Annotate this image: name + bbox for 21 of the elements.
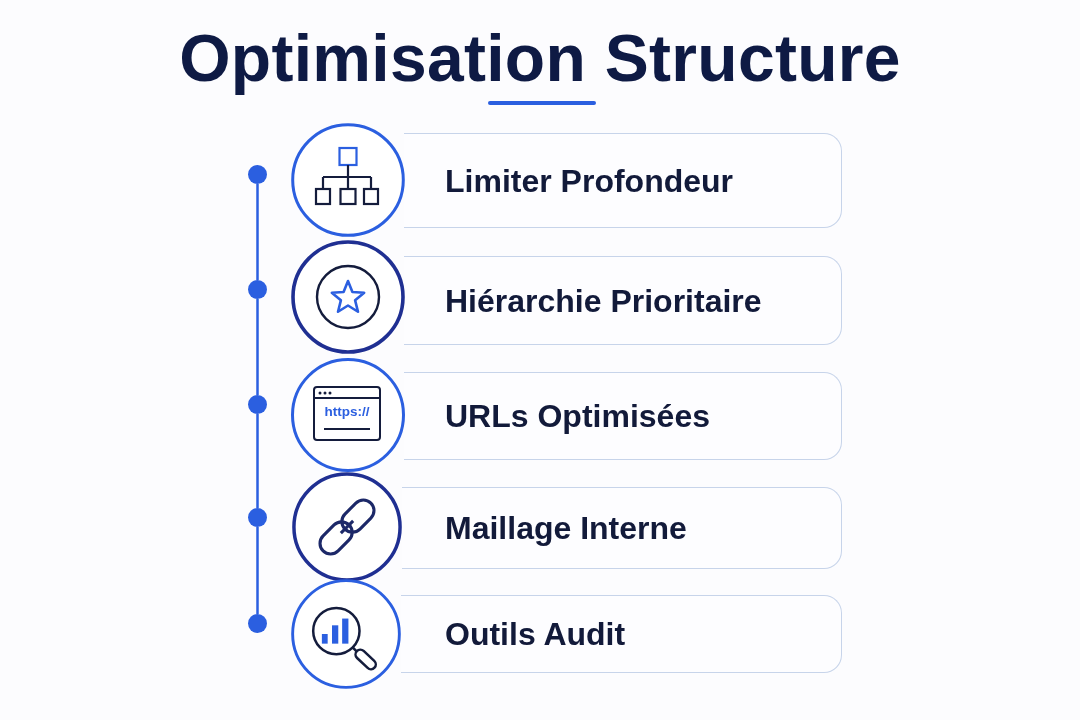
timeline-connector	[256, 414, 259, 508]
page-title: Optimisation Structure	[179, 20, 901, 96]
timeline-connector	[256, 299, 259, 395]
timeline-connector	[256, 184, 259, 280]
timeline-connector	[256, 527, 259, 614]
step-title: Hiérarchie Prioritaire	[445, 281, 762, 320]
step-card	[401, 595, 842, 673]
step-title: Limiter Profondeur	[445, 161, 733, 200]
step-title: URLs Optimisées	[445, 397, 710, 435]
timeline-dot	[248, 508, 267, 527]
step-card	[404, 133, 842, 228]
step-card	[404, 372, 842, 460]
step-card	[404, 256, 842, 345]
timeline-dot	[248, 165, 267, 184]
url-text: https://	[324, 404, 370, 420]
timeline-dot	[248, 280, 267, 299]
timeline-dot	[248, 395, 267, 414]
step-title: Maillage Interne	[445, 509, 687, 547]
step-title: Outils Audit	[445, 615, 626, 653]
timeline-dot	[248, 614, 267, 633]
step-card	[402, 487, 842, 569]
